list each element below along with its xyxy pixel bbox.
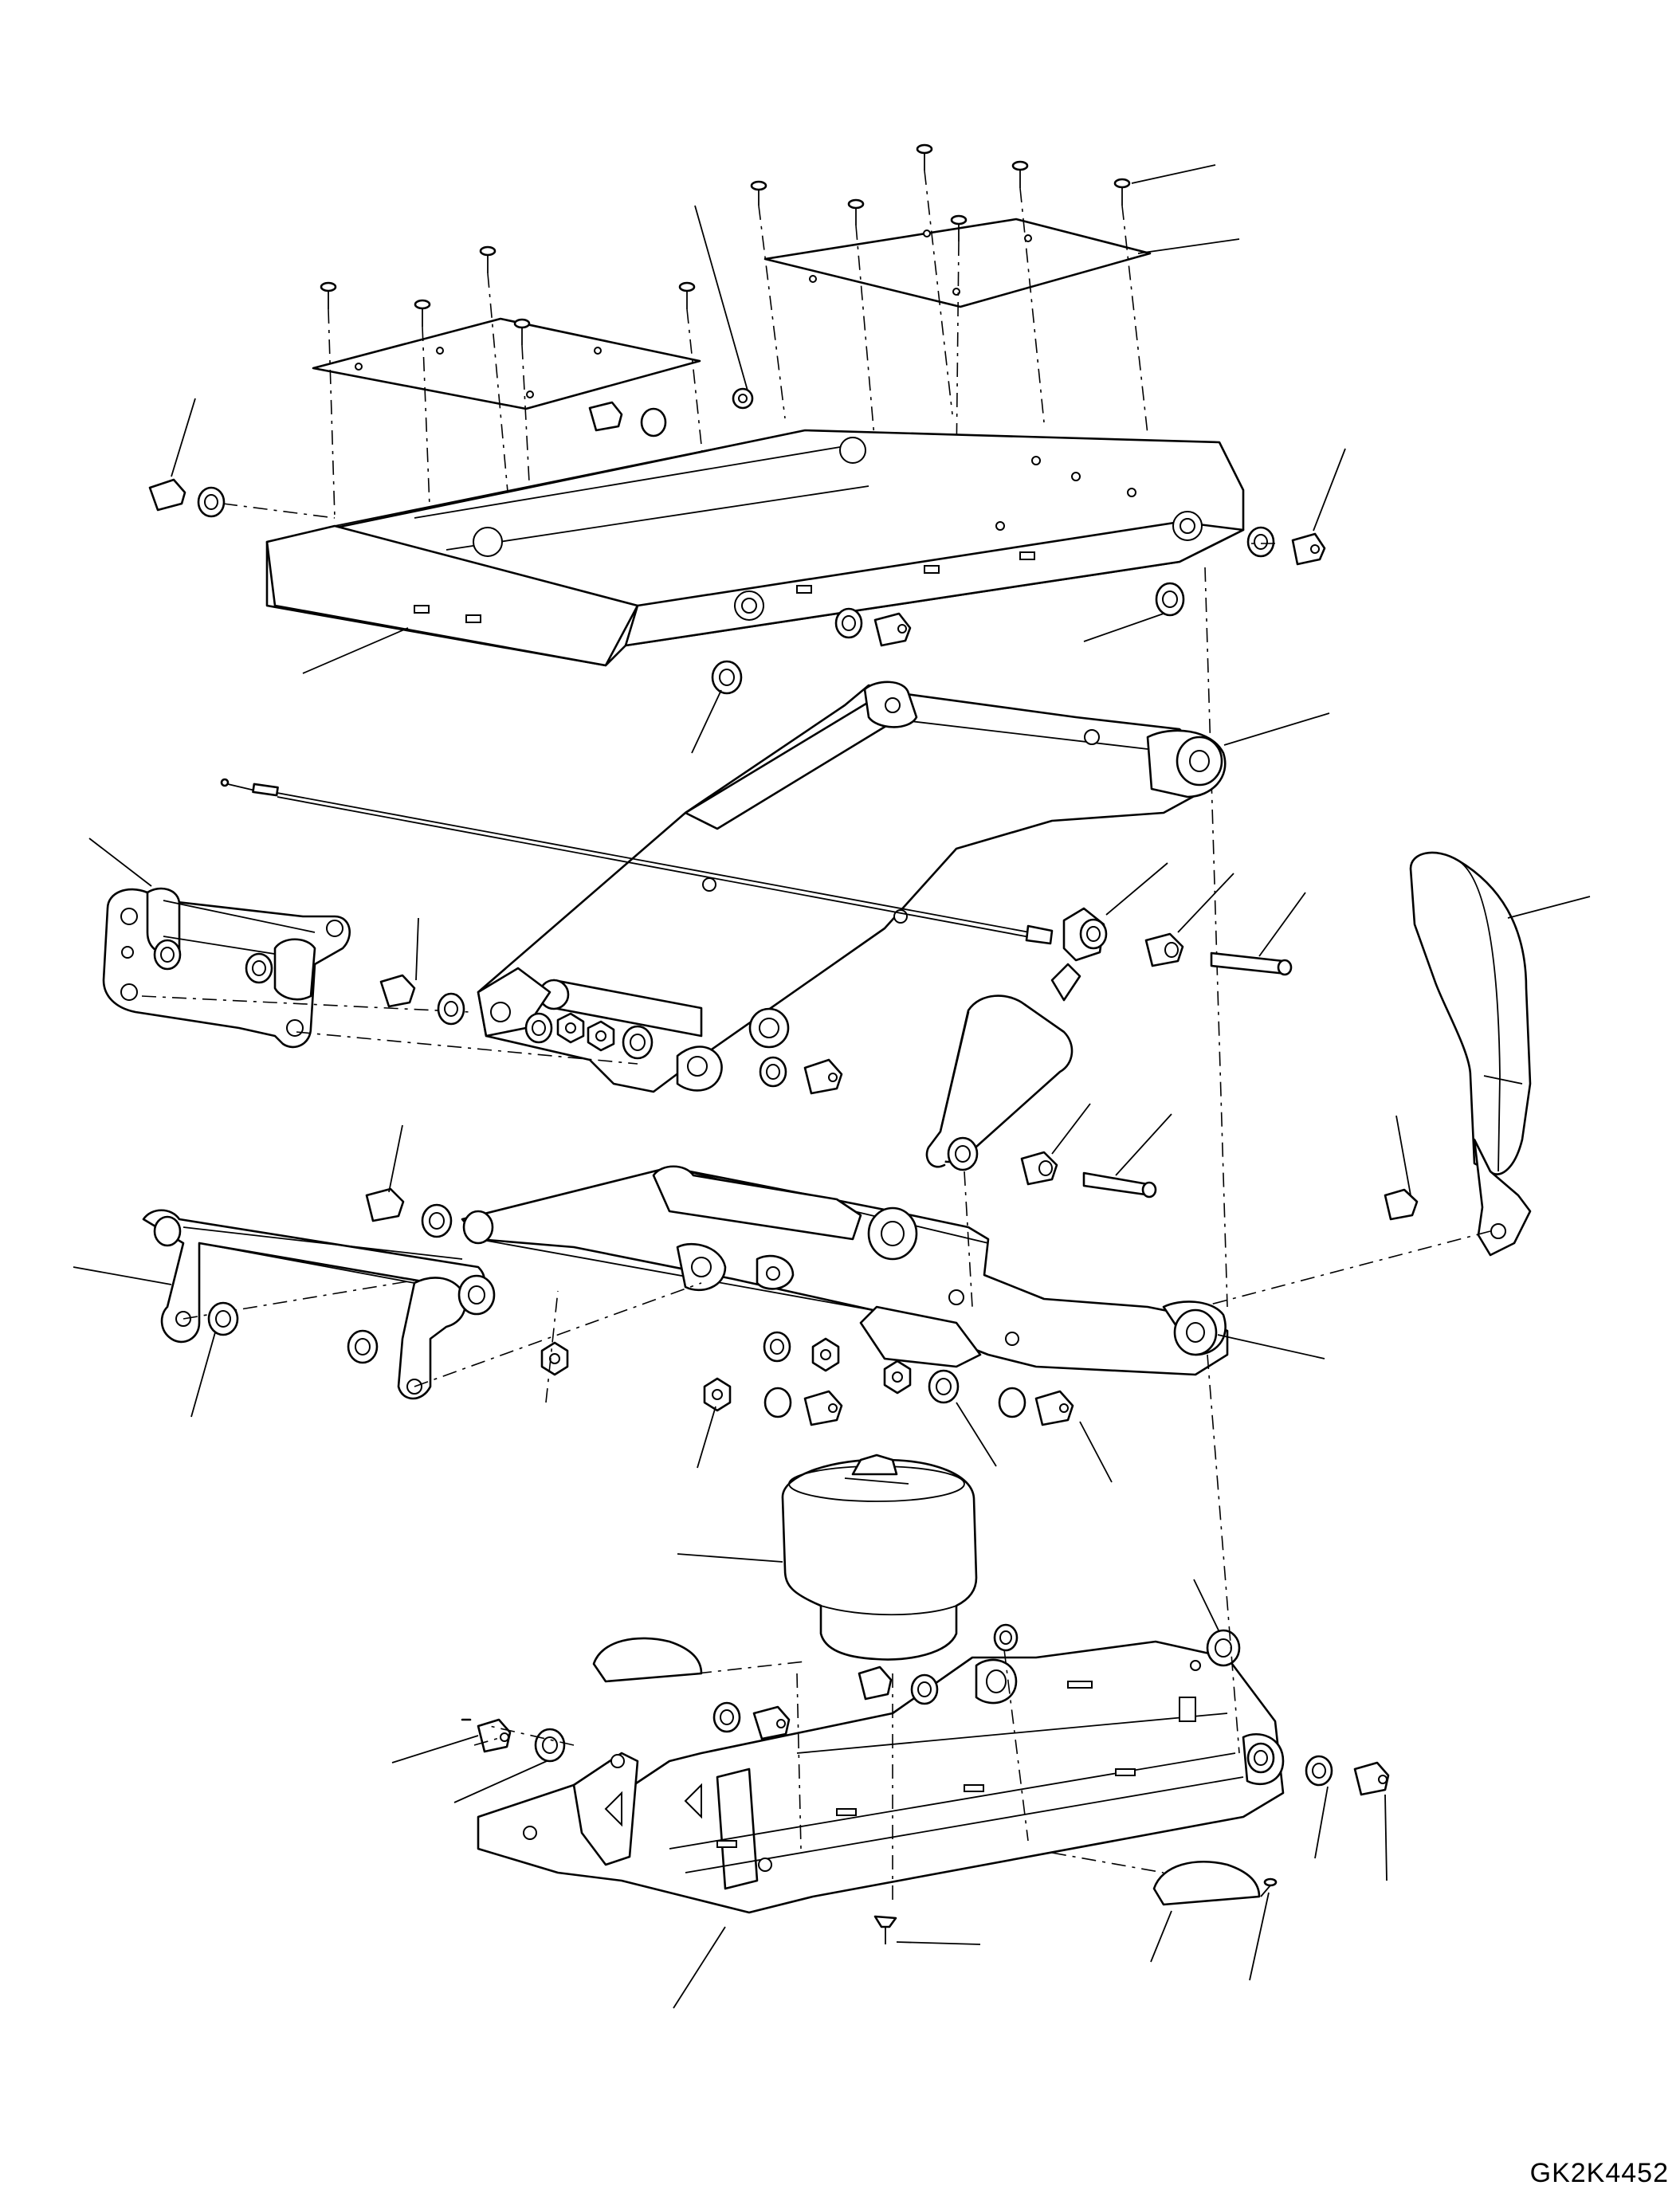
rivets xyxy=(320,143,1131,345)
handle-screw xyxy=(1384,1188,1419,1221)
damper-fasteners xyxy=(1020,932,1293,1199)
rubber-bumpers xyxy=(592,1637,1261,1906)
gas-spring-damper xyxy=(925,963,1081,1171)
cable-bracket xyxy=(1062,907,1108,962)
rivet-projection-lines xyxy=(328,170,1148,575)
adjustment-lever-handle xyxy=(1409,851,1532,1257)
base-fasteners xyxy=(477,1623,1390,1944)
upper-seat-frame xyxy=(265,429,1245,667)
upper-link-fasteners xyxy=(379,974,843,1095)
top-cover-plate-right xyxy=(763,218,1152,308)
upper-frame-fasteners xyxy=(148,387,1326,695)
lower-scissor-arm xyxy=(461,1165,1229,1376)
lower-projection-lines xyxy=(473,1171,1240,1905)
lower-left-link-bracket xyxy=(142,1209,496,1400)
drawing-id-label: GK2K4452 xyxy=(1529,2158,1669,2188)
callout-leader-lines xyxy=(73,164,1591,2009)
air-spring xyxy=(781,1454,978,1661)
upper-left-link-bracket xyxy=(102,887,351,1049)
upper-scissor-arm xyxy=(477,681,1227,1093)
base-frame xyxy=(477,1640,1285,1914)
top-cover-plate-left xyxy=(312,317,701,410)
lower-link-fasteners xyxy=(207,1187,1074,1426)
control-cable xyxy=(220,778,1054,945)
